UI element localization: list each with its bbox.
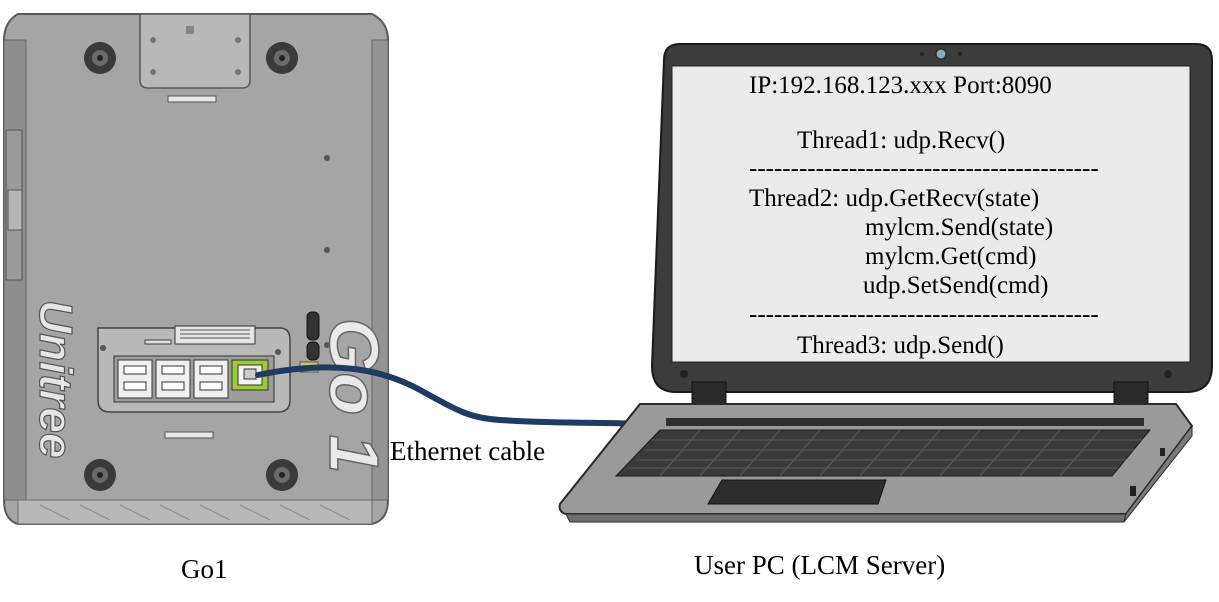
usb-port-3 xyxy=(193,359,229,399)
screen-thread1: Thread1: udp.Recv() xyxy=(797,127,1006,154)
screen-content: IP:192.168.123.xxx Port:8090 Thread1: ud… xyxy=(672,67,1190,360)
robot-bottom-skirt xyxy=(17,499,373,525)
robot-right-rail xyxy=(371,39,389,501)
laptop-touchpad xyxy=(707,479,887,505)
robot-mount-top-right xyxy=(266,42,298,74)
ethernet-cable-label: Ethernet cable xyxy=(390,436,545,466)
robot-mount-bottom-right xyxy=(266,459,298,491)
robot-model-text: Go 1 xyxy=(315,318,393,474)
screen-thread2-line2: mylcm.Send(state) xyxy=(865,214,1054,241)
webcam-icon xyxy=(935,48,947,60)
laptop-screen xyxy=(671,65,1191,363)
user-pc-label: User PC (LCM Server) xyxy=(694,550,945,580)
ethernet-cable xyxy=(255,364,643,427)
screen-divider-1: ----------------------------------------… xyxy=(749,155,1099,182)
screen-thread3: Thread3: udp.Send() xyxy=(797,332,1004,359)
ethernet-port xyxy=(231,359,269,391)
go1-robot: Unitree Go 1 xyxy=(3,13,394,525)
robot-brand-text: Unitree xyxy=(30,300,82,458)
usb-port-2 xyxy=(155,359,191,399)
robot-interface-panel xyxy=(97,325,291,439)
robot-mount-bottom-left xyxy=(84,459,116,491)
robot-mount-top-left xyxy=(84,42,116,74)
screen-thread2-line4: udp.SetSend(cmd) xyxy=(863,272,1049,299)
user-pc-laptop xyxy=(558,43,1213,523)
screen-thread2-line3: mylcm.Get(cmd) xyxy=(865,243,1037,270)
screen-ip-port: IP:192.168.123.xxx Port:8090 xyxy=(749,72,1052,99)
usb-port-1 xyxy=(117,359,153,399)
go1-label: Go1 xyxy=(181,554,228,584)
robot-top-mount xyxy=(139,13,251,89)
screen-thread2-line1: Thread2: udp.GetRecv(state) xyxy=(749,185,1040,212)
screen-divider-2: ----------------------------------------… xyxy=(749,301,1099,328)
laptop-keyboard xyxy=(614,429,1152,477)
